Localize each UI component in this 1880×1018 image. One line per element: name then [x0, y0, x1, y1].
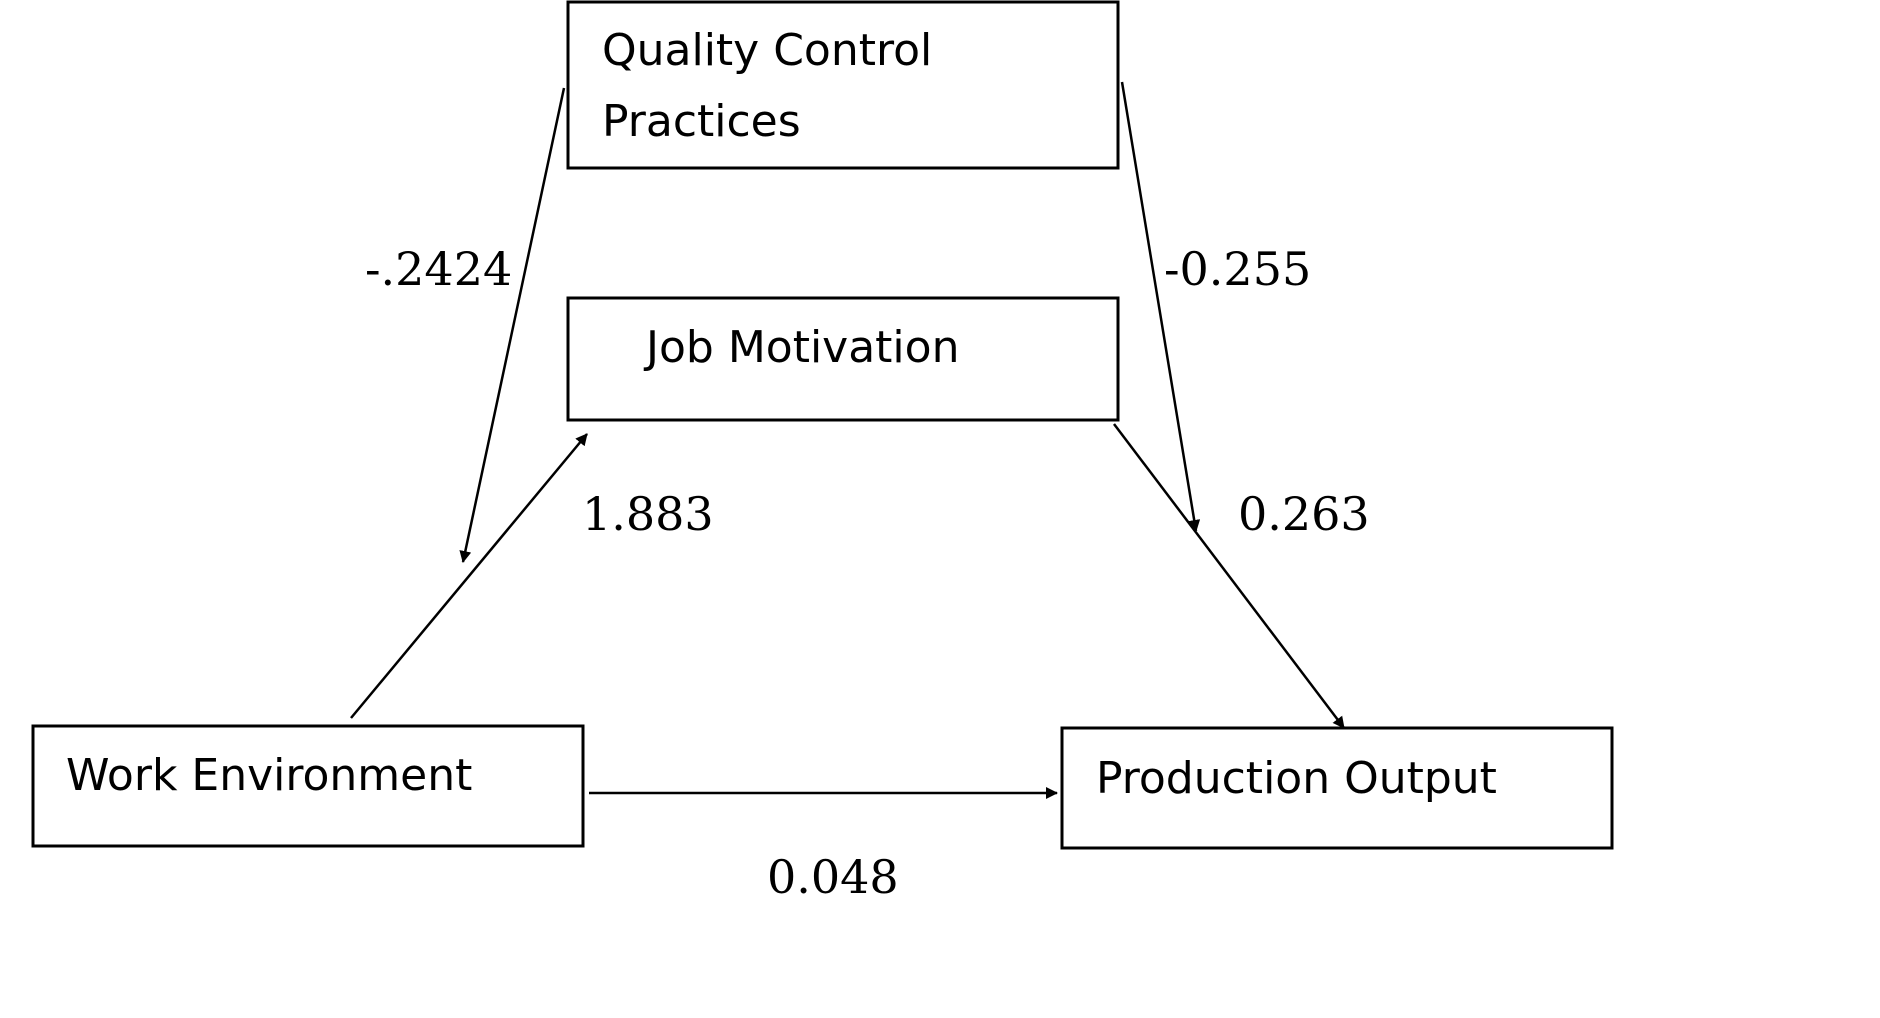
quality-control-label-line1: Quality Control [602, 25, 932, 76]
quality-control-label-line2: Practices [602, 96, 801, 147]
edge-quality-to-production-output [1120, 81, 1201, 532]
edge-work-environment-to-job-motivation [350, 433, 588, 719]
job-motivation-box: Job Motivation [566, 296, 1120, 422]
production-output-box: Production Output [1060, 726, 1614, 850]
coefficient-work-environment-to-job-motivation: 1.883 [582, 487, 714, 541]
arrow-quality-to-work-environment [459, 87, 566, 563]
coefficient-work-environment-to-production-output: 0.048 [767, 850, 899, 904]
arrow-work-environment-to-job-motivation [350, 433, 588, 719]
work-environment-label: Work Environment [66, 750, 472, 801]
coefficient-job-motivation-to-production-output: 0.263 [1238, 487, 1370, 541]
job-motivation-label: Job Motivation [643, 322, 959, 373]
coefficient-quality-to-production-output: -0.255 [1164, 242, 1311, 296]
coefficient-quality-to-work-environment: -.2424 [365, 242, 512, 296]
work-environment-box: Work Environment [31, 724, 585, 848]
production-output-label: Production Output [1096, 753, 1497, 804]
arrow-job-motivation-to-production-output [1113, 423, 1345, 729]
edge-job-motivation-to-production-output [1113, 423, 1345, 729]
quality-control-practices-box: Quality Control Practices [566, 0, 1120, 170]
edge-quality-to-work-environment [459, 87, 566, 563]
arrow-quality-to-production-output [1120, 81, 1201, 532]
